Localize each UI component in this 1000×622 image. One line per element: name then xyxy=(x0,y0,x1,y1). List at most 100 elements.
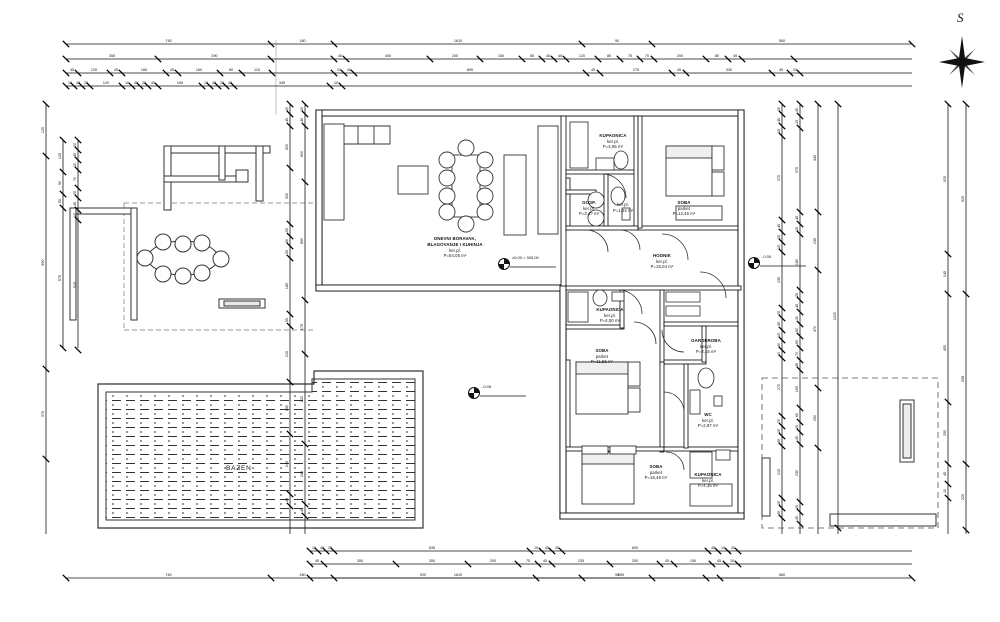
dimension-value: 45 xyxy=(777,511,781,515)
dimension-tick xyxy=(62,574,70,582)
dimension-tick xyxy=(162,69,170,77)
dimension-value: 45 xyxy=(76,81,80,85)
dimension-value: 60 xyxy=(795,413,799,417)
dimension-tick xyxy=(606,560,614,568)
dimension-value: 60 xyxy=(795,328,799,332)
west-wall-frame xyxy=(69,207,138,321)
interior-partitions xyxy=(560,115,742,453)
dimension-value: 45 xyxy=(777,118,781,122)
dimension-value: 40 xyxy=(777,343,781,347)
dimension-tick xyxy=(222,82,230,90)
dimension-tick xyxy=(670,560,678,568)
dimension-value: 925 xyxy=(961,196,965,202)
dimension-value: 45 xyxy=(114,68,118,72)
dimension-tick xyxy=(796,320,804,328)
dimension-tick xyxy=(796,520,804,528)
room-finish: ker.pl. xyxy=(604,312,616,318)
bed-south xyxy=(581,445,637,505)
dimension-value: 45 xyxy=(285,118,289,122)
dimension-tick xyxy=(70,82,78,90)
dimension-value: 75 xyxy=(628,54,632,58)
dimension-tick xyxy=(636,55,644,63)
dimension-value: 150 xyxy=(498,54,504,58)
dimension-tick xyxy=(796,404,804,412)
dimension-tick xyxy=(74,156,82,164)
dimension-value: 15 xyxy=(777,333,781,337)
dimension-tick xyxy=(944,100,952,108)
dimension-value: 215 xyxy=(777,469,781,475)
dimension-tick xyxy=(128,82,136,90)
dimension-value: 85 xyxy=(607,54,611,58)
dimension-value: 70 xyxy=(645,54,649,58)
dimension-tick xyxy=(962,460,970,468)
dimension-value: 45 xyxy=(228,81,232,85)
dimension-column: 4515375451518025453060607045165602545230… xyxy=(795,100,804,534)
dimension-value: 55 xyxy=(285,250,289,254)
dimension-value: 45 xyxy=(315,559,319,563)
dimension-value: 235 xyxy=(813,238,817,244)
dimension-value: 10 xyxy=(68,81,72,85)
room-finish: ker.pl. xyxy=(617,202,629,207)
dimension-tick xyxy=(350,69,358,77)
dimension-value: 15 xyxy=(795,227,799,231)
dimension-value: 115 xyxy=(254,68,260,72)
dimension-value: 75 xyxy=(526,559,530,563)
dimension-tick xyxy=(538,547,546,555)
dimension-value: 1610 xyxy=(454,39,462,43)
dimension-tick xyxy=(286,254,294,262)
dimension-value: 225 xyxy=(961,494,965,500)
dimension-value: 45 xyxy=(733,54,737,58)
dimension-value: 45 xyxy=(212,81,216,85)
dimension-value: 150 xyxy=(690,559,696,563)
dimension-tick xyxy=(286,490,294,498)
dimension-tick xyxy=(778,346,786,354)
dimension-value: 250 xyxy=(813,415,817,421)
dimension-value: 45 xyxy=(677,68,681,72)
dimension-tick xyxy=(768,69,776,77)
dimension-tick xyxy=(944,494,952,502)
tall-cabinet xyxy=(503,125,559,236)
dimension-tick xyxy=(476,55,484,63)
dimension-tick xyxy=(908,574,916,582)
dimension-tick xyxy=(716,574,724,582)
dimension-value: 890 xyxy=(41,259,45,265)
dimension-column: 1020 xyxy=(833,100,842,534)
living-sofa xyxy=(323,123,345,221)
dimension-tick xyxy=(306,560,314,568)
dimension-value: 45 xyxy=(134,81,138,85)
dimension-value: 10 xyxy=(730,559,734,563)
dimension-value: 70 xyxy=(777,419,781,423)
dimension-tick xyxy=(814,100,822,108)
dimension-tick xyxy=(301,440,309,448)
room-area: P=3,15 m² xyxy=(695,349,717,355)
dimension-tick xyxy=(550,55,558,63)
dimension-tick xyxy=(594,55,602,63)
dimension-value: 45 xyxy=(779,68,783,72)
dimension-value: 600 xyxy=(300,151,304,157)
dimension-tick xyxy=(944,460,952,468)
dimension-tick xyxy=(656,560,664,568)
room-finish: ker.pl. xyxy=(656,258,668,264)
dimension-value: 45 xyxy=(591,68,595,72)
dimension-tick xyxy=(518,55,526,63)
dimension-value: 920 xyxy=(420,573,426,577)
dimension-value: 10 xyxy=(334,81,338,85)
dimension-tick xyxy=(340,69,348,77)
dimension-tick xyxy=(778,122,786,130)
dimension-tick xyxy=(796,230,804,238)
room-finish: parket xyxy=(649,469,663,475)
elevation-text: -0.05 xyxy=(762,254,772,259)
dimension-tick xyxy=(778,514,786,522)
room-finish: ker.pl. xyxy=(449,247,461,253)
dimension-tick xyxy=(154,55,162,63)
dimension-tick xyxy=(648,40,656,48)
room-name-2: BLAGOVANJE I KUHINJA xyxy=(427,241,483,247)
dimension-value: 25 xyxy=(84,81,88,85)
dimension-value: 165 xyxy=(795,386,799,392)
dimension-value: 70 xyxy=(795,352,799,356)
elevation-marker-main-floor: ±0.00 = 305.00 xyxy=(498,255,558,271)
dimension-value: 300 xyxy=(429,559,435,563)
bath-fixtures xyxy=(567,121,733,507)
